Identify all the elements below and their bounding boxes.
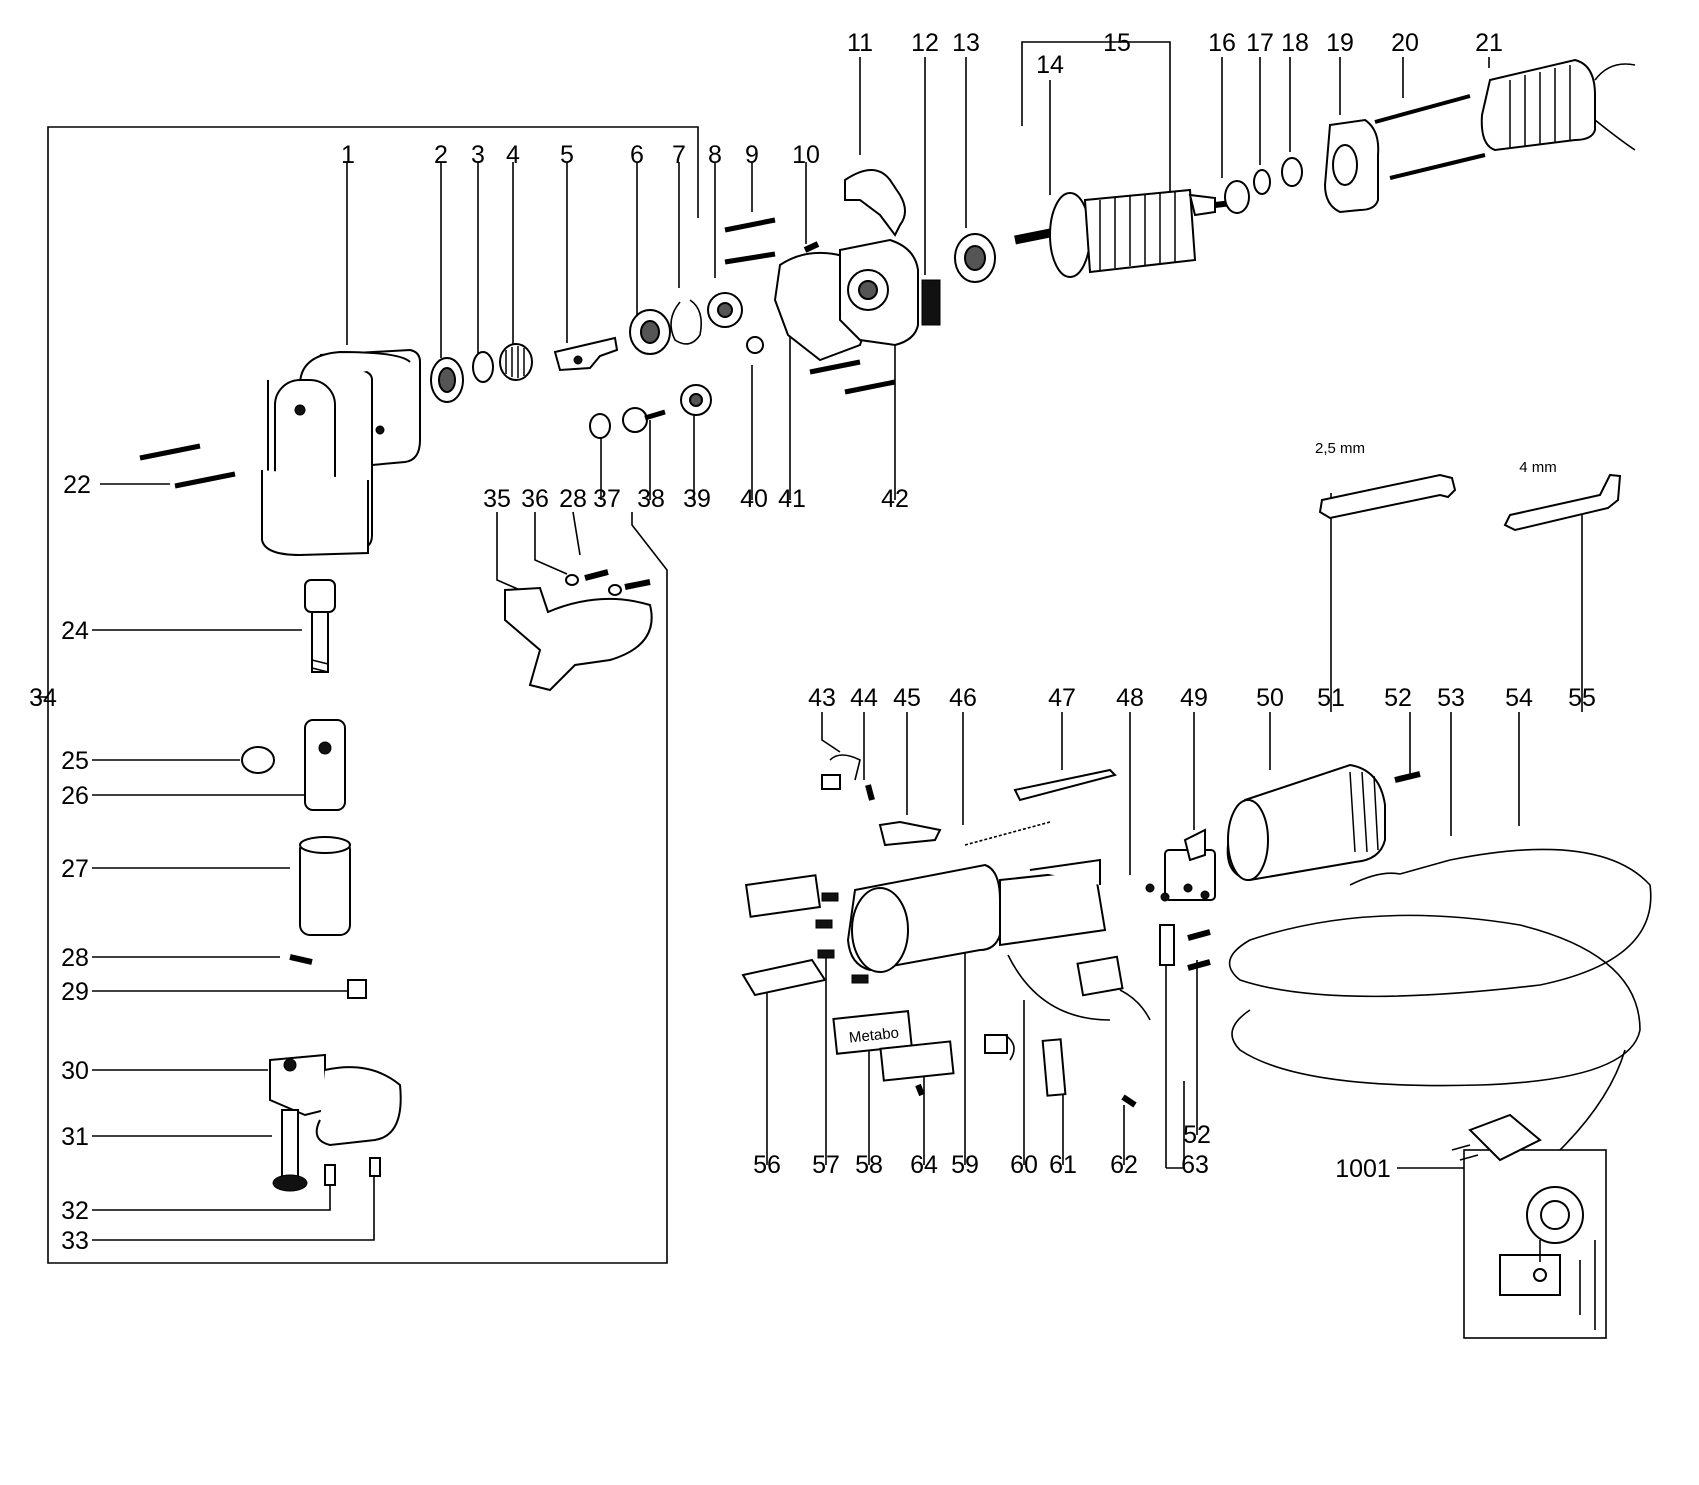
part-label: 64 bbox=[910, 1151, 938, 1179]
part-label: 51 bbox=[1317, 684, 1345, 712]
part-label: 30 bbox=[61, 1057, 89, 1085]
part-label: 32 bbox=[61, 1197, 89, 1225]
part-label: 12 bbox=[911, 29, 939, 57]
part-label: 22 bbox=[63, 471, 91, 499]
part-label: 42 bbox=[881, 485, 909, 513]
part-label: 50 bbox=[1256, 684, 1284, 712]
part-label: 48 bbox=[1116, 684, 1144, 712]
part-label: 31 bbox=[61, 1123, 89, 1151]
part-label: 62 bbox=[1110, 1151, 1138, 1179]
part-label: 54 bbox=[1505, 684, 1533, 712]
part-label: 53 bbox=[1437, 684, 1465, 712]
part-label: 29 bbox=[61, 978, 89, 1006]
armature bbox=[1014, 188, 1233, 278]
field-coil bbox=[1480, 58, 1636, 152]
part-label: 43 bbox=[808, 684, 836, 712]
part-label: 10 bbox=[792, 141, 820, 169]
part-label: 33 bbox=[61, 1227, 89, 1255]
hex-key-size-label: 2,5 mm bbox=[1315, 440, 1365, 457]
part-label: 11 bbox=[847, 29, 873, 57]
part-label: 15 bbox=[1103, 29, 1131, 57]
part-label: 38 bbox=[637, 485, 665, 513]
part-label: 34 bbox=[29, 684, 57, 712]
part-label: 52 bbox=[1384, 684, 1412, 712]
part-label: 28 bbox=[559, 485, 587, 513]
part-label: 26 bbox=[61, 782, 89, 810]
part-label: 9 bbox=[745, 141, 759, 169]
part-label: 20 bbox=[1391, 29, 1419, 57]
part-label: 6 bbox=[630, 141, 644, 169]
part-label: 14 bbox=[1036, 51, 1064, 79]
metabo-logo-text: Metabo bbox=[848, 1024, 900, 1046]
part-label: 35 bbox=[483, 485, 511, 513]
part-label: 24 bbox=[61, 617, 89, 645]
part-label: 60 bbox=[1010, 1151, 1038, 1179]
group-frames bbox=[38, 41, 1607, 1339]
part-label: 52 bbox=[1183, 1121, 1211, 1149]
part-label: 8 bbox=[708, 141, 722, 169]
part-label: 36 bbox=[521, 485, 549, 513]
part-label: 25 bbox=[61, 747, 89, 775]
part-label: 27 bbox=[61, 855, 89, 883]
part-label: 56 bbox=[753, 1151, 781, 1179]
hex-key-size-label: 4 mm bbox=[1519, 459, 1557, 476]
part-label: 58 bbox=[855, 1151, 883, 1179]
leader-lines bbox=[92, 57, 1583, 1241]
part-label: 41 bbox=[778, 485, 806, 513]
wiring-diagram-1001 bbox=[1499, 1186, 1596, 1330]
part-label: 1001 bbox=[1335, 1155, 1391, 1183]
part-label: 13 bbox=[952, 29, 980, 57]
motor-housing bbox=[846, 858, 1107, 973]
power-cable bbox=[1228, 848, 1652, 1162]
part-label: 44 bbox=[850, 684, 878, 712]
part-label: 61 bbox=[1049, 1151, 1077, 1179]
part-label: 28 bbox=[61, 944, 89, 972]
part-label: 49 bbox=[1180, 684, 1208, 712]
part-label: 4 bbox=[506, 141, 520, 169]
part-label: 37 bbox=[593, 485, 621, 513]
housing-head bbox=[261, 348, 421, 557]
part-label: 45 bbox=[893, 684, 921, 712]
part-label: 7 bbox=[672, 141, 686, 169]
part-label: 55 bbox=[1568, 684, 1596, 712]
part-label: 46 bbox=[949, 684, 977, 712]
part-label: 39 bbox=[683, 485, 711, 513]
parts-drawings bbox=[139, 58, 1652, 1330]
part-label: 57 bbox=[812, 1151, 840, 1179]
part-label: 17 bbox=[1246, 29, 1274, 57]
part-label: 3 bbox=[471, 141, 485, 169]
part-label: 63 bbox=[1181, 1151, 1209, 1179]
part-label: 19 bbox=[1326, 29, 1354, 57]
part-label: 1 bbox=[341, 141, 355, 169]
part-label: 59 bbox=[951, 1151, 979, 1179]
part-label: 18 bbox=[1281, 29, 1309, 57]
part-number-labels: 1 2 3 4 5 6 7 8 9 10 11 12 13 14 15 16 1… bbox=[29, 29, 1596, 1255]
part-label: 2 bbox=[434, 141, 448, 169]
part-label: 40 bbox=[740, 485, 768, 513]
part-label: 5 bbox=[560, 141, 574, 169]
handle-cover bbox=[1226, 763, 1386, 882]
part-label: 21 bbox=[1475, 29, 1503, 57]
part-label: 47 bbox=[1048, 684, 1076, 712]
part-label: 16 bbox=[1208, 29, 1236, 57]
